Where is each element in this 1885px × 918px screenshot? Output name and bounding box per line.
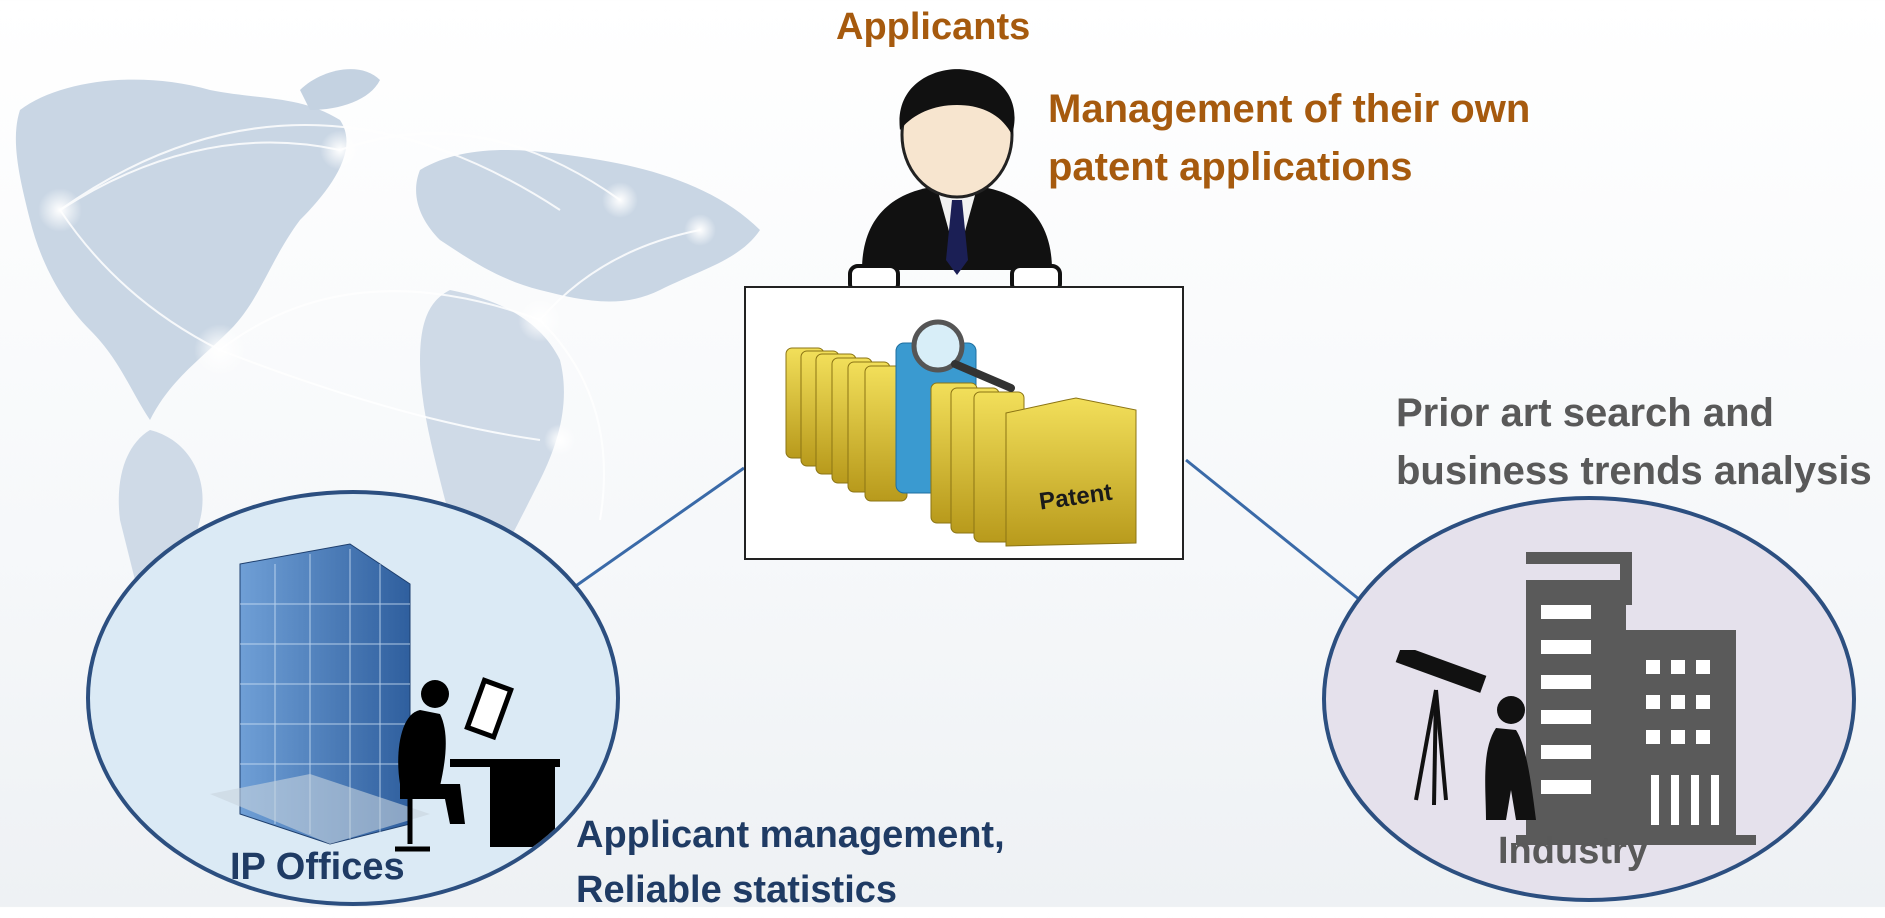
applicants-description-line2: patent applications xyxy=(1048,145,1413,189)
man-with-telescope-icon xyxy=(1395,650,1536,820)
applicants-description-line1: Management of their own xyxy=(1048,87,1531,131)
woman-at-computer-icon xyxy=(395,677,560,852)
industry-description: Prior art search and business trends ana… xyxy=(1396,384,1872,500)
ip-offices-description: Applicant management, Reliable statistic… xyxy=(576,808,1005,918)
patent-image-frame: Patent xyxy=(744,286,1184,560)
industry-building-icon xyxy=(1516,552,1756,845)
applicants-title: Applicants xyxy=(836,6,1031,48)
office-building-icon xyxy=(210,543,430,845)
applicants-description: Management of their own patent applicati… xyxy=(1048,80,1530,196)
ip-offices-description-line1: Applicant management, xyxy=(576,814,1005,856)
ip-offices-ellipse: IP Offices xyxy=(86,490,620,906)
industry-label: Industry xyxy=(1498,830,1648,872)
ip-offices-label: IP Offices xyxy=(230,846,405,888)
ip-offices-description-line2: Reliable statistics xyxy=(576,869,898,911)
patent-folders-icon: Patent xyxy=(785,319,1137,547)
businessman-icon xyxy=(848,69,1062,294)
industry-description-line1: Prior art search and xyxy=(1396,391,1774,435)
industry-ellipse: Industry xyxy=(1322,496,1856,902)
industry-description-line2: business trends analysis xyxy=(1396,449,1872,493)
